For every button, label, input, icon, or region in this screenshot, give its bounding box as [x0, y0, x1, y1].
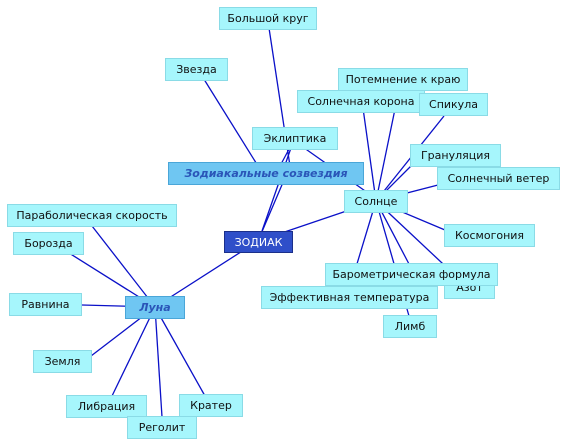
node-ecliptic[interactable]: Эклиптика: [252, 127, 338, 150]
node-solar-wind[interactable]: Солнечный ветер: [437, 167, 560, 190]
node-libration[interactable]: Либрация: [66, 395, 147, 418]
edge-sun-corona: [361, 100, 377, 202]
node-spicule[interactable]: Спикула: [419, 93, 488, 116]
edge-ecliptic-root: [261, 144, 293, 232]
node-corona[interactable]: Солнечная корона: [297, 90, 425, 113]
edge-moon-parabolic: [91, 225, 156, 308]
hub-node-zodiac-constellations[interactable]: Зодиакальные созвездия: [168, 162, 364, 185]
edge-moon-crater: [154, 306, 206, 397]
node-star[interactable]: Звезда: [165, 58, 228, 81]
edge-moon-libration: [111, 306, 156, 397]
hub-node-sun[interactable]: Солнце: [344, 190, 408, 213]
edge-zodiac-star: [196, 67, 259, 167]
node-parabolic-velocity[interactable]: Параболическая скорость: [7, 204, 177, 227]
hub-node-moon[interactable]: Луна: [125, 296, 185, 319]
node-regolith[interactable]: Реголит: [127, 416, 197, 439]
node-limb[interactable]: Лимб: [383, 315, 437, 338]
node-limb-darkening[interactable]: Потемнение к краю: [338, 68, 468, 91]
edge-moon-regolith: [154, 306, 163, 418]
node-furrow[interactable]: Борозда: [13, 232, 84, 255]
node-plain[interactable]: Равнина: [9, 293, 82, 316]
node-granulation[interactable]: Грануляция: [410, 144, 501, 167]
root-node-zodiac[interactable]: ЗОДИАК: [224, 231, 293, 253]
node-big-circle[interactable]: Большой круг: [219, 7, 317, 30]
node-barometric-formula[interactable]: Барометрическая формула: [325, 263, 498, 286]
node-cosmogony[interactable]: Космогония: [444, 224, 535, 247]
node-earth[interactable]: Земля: [33, 350, 92, 373]
node-crater[interactable]: Кратер: [179, 394, 243, 417]
node-effective-temperature[interactable]: Эффективная температура: [261, 286, 438, 309]
